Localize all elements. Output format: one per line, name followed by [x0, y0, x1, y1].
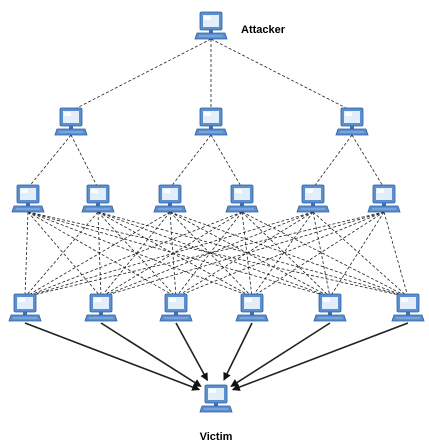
agent-computer-icon: [81, 184, 115, 213]
victim-label: Victim: [200, 431, 233, 443]
connection-line: [251, 211, 314, 298]
connection-line: [329, 211, 385, 298]
attack-arrow: [100, 322, 202, 388]
connection-line: [210, 38, 353, 112]
zombie-computer-icon: [159, 293, 193, 322]
connection-line: [241, 211, 331, 298]
connection-line: [312, 211, 409, 298]
attack-arrow: [230, 322, 331, 387]
attack-arrow: [223, 322, 253, 381]
connection-line: [100, 211, 243, 298]
zombie-computer-icon: [84, 293, 118, 322]
connection-line: [169, 211, 331, 298]
connection-line: [175, 211, 243, 298]
agent-computer-icon: [367, 184, 401, 213]
connection-line: [24, 211, 243, 298]
connection-line: [100, 211, 385, 298]
connection-line: [175, 211, 385, 298]
agent-computer-icon: [225, 184, 259, 213]
connection-line: [169, 134, 212, 189]
connection-lines: [24, 38, 409, 391]
connection-line: [251, 211, 385, 298]
connection-line: [169, 211, 409, 298]
connection-line: [97, 211, 409, 298]
connection-line: [27, 211, 102, 298]
zombie-computer-icon: [235, 293, 269, 322]
connection-line: [24, 211, 385, 298]
connection-line: [24, 211, 99, 298]
connection-line: [383, 211, 409, 298]
handler-computer-icon: [54, 107, 88, 136]
connection-line: [70, 38, 212, 112]
connection-line: [351, 134, 385, 189]
attack-arrow: [24, 322, 201, 391]
zombie-computer-icon: [391, 293, 425, 322]
connection-line: [97, 211, 102, 298]
agent-computer-icon: [153, 184, 187, 213]
connection-line: [27, 211, 331, 298]
connection-line: [241, 211, 409, 298]
connection-line: [169, 211, 177, 298]
handler-computer-icon: [335, 107, 369, 136]
connection-line: [312, 211, 331, 298]
connection-line: [175, 211, 314, 298]
connection-line: [24, 211, 171, 298]
zombie-computer-icon: [8, 293, 42, 322]
attack-arrow: [175, 322, 209, 382]
connection-line: [70, 134, 99, 189]
connection-line: [24, 211, 314, 298]
victim-computer-icon: [199, 384, 233, 413]
connection-line: [312, 134, 353, 189]
connection-line: [241, 211, 253, 298]
connection-line: [27, 211, 409, 298]
connection-line: [24, 211, 29, 298]
attacker-label: Attacker: [241, 24, 286, 36]
connection-line: [27, 134, 72, 189]
connection-line: [97, 211, 177, 298]
agent-computer-icon: [11, 184, 45, 213]
connection-line: [97, 211, 331, 298]
connection-line: [27, 211, 177, 298]
attacker-computer-icon: [194, 11, 228, 40]
connection-line: [210, 134, 243, 189]
handler-computer-icon: [194, 107, 228, 136]
agent-computer-icon: [296, 184, 330, 213]
computer-nodes: [8, 11, 425, 413]
connection-line: [169, 211, 253, 298]
zombie-computer-icon: [313, 293, 347, 322]
connection-line: [100, 211, 314, 298]
connection-line: [100, 211, 171, 298]
attack-arrow: [231, 322, 409, 391]
connection-line: [97, 211, 253, 298]
